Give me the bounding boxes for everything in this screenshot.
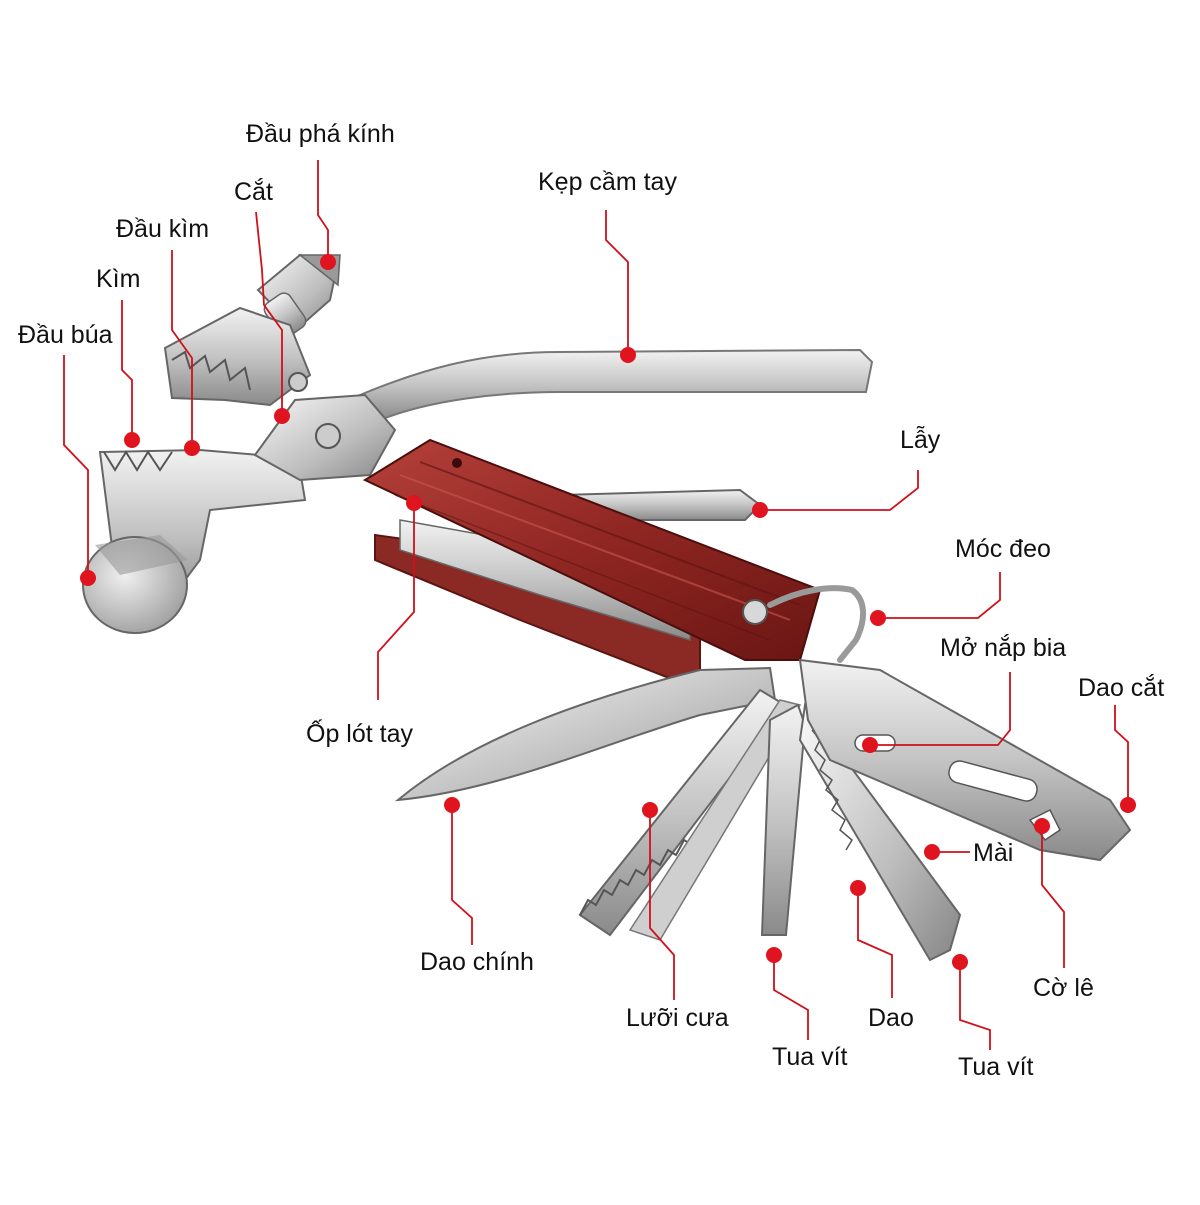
- screwdriver-phillips: [760, 703, 807, 936]
- label-dao-cat: Dao cắt: [1078, 674, 1165, 702]
- marker-dot: [862, 737, 878, 753]
- glass-breaker: [256, 253, 341, 338]
- label-dao-chinh: Dao chính: [420, 948, 534, 976]
- marker-dot: [924, 844, 940, 860]
- marker-dot: [124, 432, 140, 448]
- flat-blade: [628, 699, 802, 941]
- marker-dot: [406, 495, 422, 511]
- label-op-lot-tay: Ốp lót tay: [306, 720, 413, 748]
- plier-handle: [358, 348, 874, 422]
- wooden-handle: [362, 438, 822, 661]
- label-co-le: Cờ lê: [1033, 974, 1094, 1002]
- label-mai: Mài: [973, 839, 1014, 867]
- label-moc-deo: Móc đeo: [955, 535, 1051, 563]
- marker-dot: [444, 797, 460, 813]
- label-dao: Dao: [868, 1004, 914, 1032]
- label-cat: Cắt: [234, 178, 273, 206]
- marker-dot: [274, 408, 290, 424]
- marker-dot: [766, 947, 782, 963]
- marker-dot: [1120, 797, 1136, 813]
- opener-wrench: [798, 658, 1132, 862]
- marker-dot: [1034, 818, 1050, 834]
- label-tua-vit-2: Tua vít: [958, 1053, 1034, 1081]
- label-tua-vit-1: Tua vít: [772, 1043, 848, 1071]
- hammer-head: [82, 448, 307, 634]
- marker-dot: [642, 802, 658, 818]
- marker-dot: [320, 254, 336, 270]
- main-knife: [394, 666, 777, 802]
- label-kim: Kìm: [96, 265, 141, 293]
- marker-dot: [850, 880, 866, 896]
- label-luoi-cua: Lưỡi cưa: [626, 1004, 729, 1032]
- plier-upper-jaw: [163, 306, 312, 407]
- label-dau-bua: Đầu búa: [18, 321, 113, 349]
- marker-dots: [80, 254, 1136, 970]
- label-dau-pha-kinh: Đầu phá kính: [246, 120, 395, 148]
- label-kep-cam-tay: Kẹp cầm tay: [538, 168, 677, 196]
- marker-dot: [184, 440, 200, 456]
- leader-lines: [63, 160, 1129, 1050]
- label-lay: Lẫy: [900, 426, 941, 454]
- lanyard-ring: [767, 585, 866, 663]
- marker-dot: [752, 502, 768, 518]
- marker-dot: [870, 610, 886, 626]
- marker-dot: [952, 954, 968, 970]
- marker-dot: [80, 570, 96, 586]
- label-mo-nap-bia: Mở nắp bia: [940, 634, 1067, 662]
- file-blade: [798, 702, 962, 962]
- label-dau-kim: Đầu kìm: [116, 215, 210, 243]
- marker-dot: [620, 347, 636, 363]
